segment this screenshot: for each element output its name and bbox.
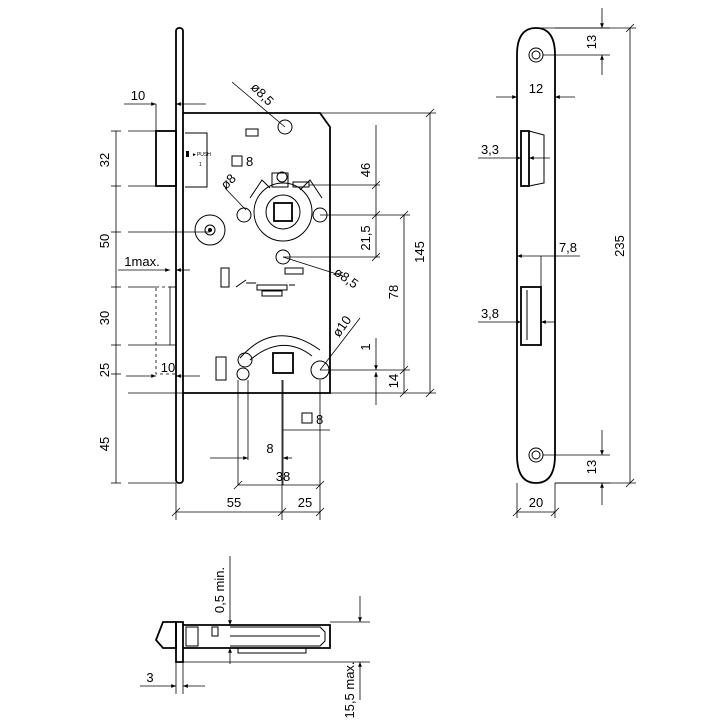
dim-3-3: 3,3 [481,142,499,157]
square-mark-bottom [301,412,313,424]
dim-0-5-min: 0,5 min. [212,567,227,613]
svg-text:1: 1 [199,162,202,168]
dia-10: ø10 [329,313,354,340]
faceplate-hole-bottom [528,447,544,463]
dim-7-8: 7,8 [559,240,577,255]
bottom-faceplate [175,621,184,663]
fixing-hole-left [236,207,252,223]
dim-45: 45 [97,437,112,451]
dim-30: 30 [97,311,112,325]
latch-opening [520,130,530,187]
dim-15-5-max: 15,5 max. [342,661,357,718]
dim-50: 50 [97,234,112,248]
lock-case [183,112,331,394]
square-mark-top [231,155,243,167]
dim-10-bottom: 10 [161,360,175,375]
svg-text:►PUSH: ►PUSH [192,152,211,158]
turn-mechanism [215,335,330,381]
dim-21-5: 21,5 [358,225,373,250]
fixing-hole-top [277,119,293,135]
dim-46: 46 [358,163,373,177]
dim-1-max: 1max. [124,254,159,269]
faceplate [175,27,184,484]
dim-38: 38 [276,469,290,484]
dim-8-square-bottom: 8 [316,412,323,427]
spindle-hole [194,214,226,246]
dim-8-square-top: 8 [246,154,253,169]
privacy-bolt [155,286,177,375]
follower [236,171,328,265]
dim-20: 20 [529,495,543,510]
dim-1: 1 [358,343,373,350]
dim-13-top: 13 [584,35,599,49]
dim-3: 3 [146,670,153,685]
bottom-view: 0,5 min. 3 15,5 max. [140,556,370,719]
bolt-opening [520,286,542,346]
dim-78: 78 [386,285,401,299]
dim-145: 145 [412,241,427,263]
bottom-latch [154,621,177,649]
latch-detail [185,132,208,188]
dim-8-horizontal: 8 [266,441,273,456]
dim-25-left: 25 [97,363,112,377]
dia-8: ø8 [218,171,239,192]
dim-55: 55 [227,495,241,510]
side-view: 13 12 3,3 7,8 3,8 235 13 [478,8,636,518]
dim-13-bottom: 13 [584,460,599,474]
dia-8-5-mid: ø8,5 [331,264,361,291]
front-view: ►PUSH 1 [97,27,436,520]
dim-3-8: 3,8 [481,306,499,321]
dim-12: 12 [529,81,543,96]
faceplate-hole-top [528,47,544,63]
dim-14: 14 [386,374,401,388]
latch-bolt [155,130,177,187]
dia-8-5-top: ø8,5 [248,80,277,109]
dim-235: 235 [612,235,627,257]
faceplate-outline [516,27,556,484]
dim-25-bottom: 25 [298,495,312,510]
dim-32: 32 [97,153,112,167]
dim-10-top: 10 [131,88,145,103]
